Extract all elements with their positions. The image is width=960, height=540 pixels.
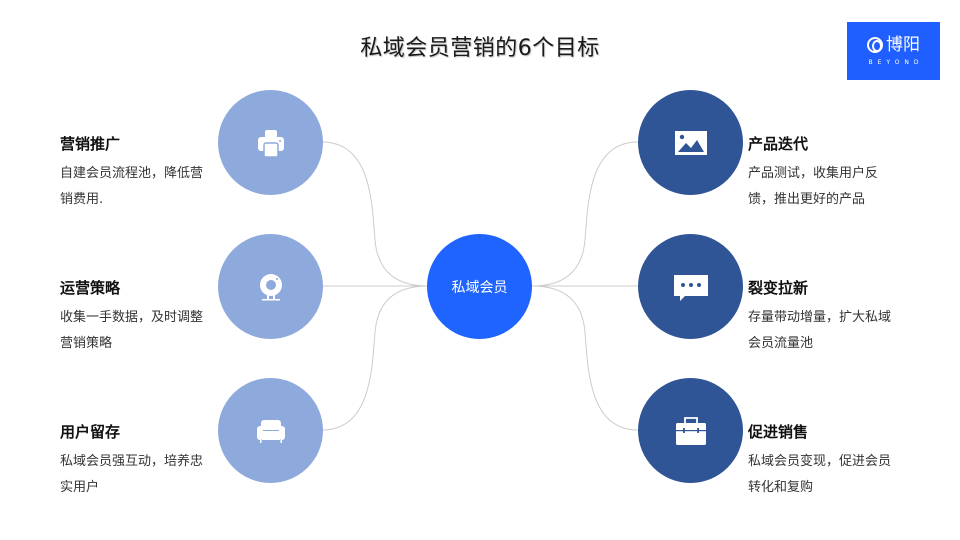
page-title: 私域会员营销的6个目标: [360, 36, 600, 61]
chat-bubble-icon: [673, 274, 708, 301]
node-product-iteration: [638, 90, 743, 195]
goal-item-user-retention: 用户留存 私域会员强互动，培养忠实用户: [60, 423, 210, 501]
logo-mark-icon: [867, 37, 883, 53]
center-node: 私域会员: [427, 234, 532, 339]
goal-title: 运营策略: [60, 279, 121, 297]
goal-description: 存量带动增量，扩大私域会员流量池: [748, 310, 892, 351]
sofa-icon: [256, 419, 285, 443]
node-user-retention: [218, 378, 323, 483]
goal-item-sales-promotion: 促进销售 私域会员变现，促进会员转化和复购: [748, 423, 898, 501]
image-icon: [674, 130, 707, 155]
printer-icon: [257, 129, 284, 158]
logo-name: 博阳: [886, 34, 920, 55]
goal-title: 用户留存: [60, 423, 121, 441]
briefcase-icon: [675, 416, 706, 445]
webcam-icon: [259, 273, 282, 300]
goal-item-viral-acquisition: 裂变拉新 存量带动增量，扩大私域会员流量池: [748, 279, 898, 357]
goal-description: 产品测试，收集用户反馈，推出更好的产品: [748, 166, 879, 207]
goal-title: 产品迭代: [748, 135, 809, 153]
logo-subtitle: BEYOND: [868, 58, 924, 66]
goal-title: 裂变拉新: [748, 279, 809, 297]
goal-item-operation-strategy: 运营策略 收集一手数据，及时调整营销策略: [60, 279, 210, 357]
goal-description: 私域会员变现，促进会员转化和复购: [748, 454, 892, 495]
goal-description: 私域会员强互动，培养忠实用户: [60, 454, 204, 495]
brand-logo: 博阳 BEYOND: [847, 22, 940, 80]
goal-description: 收集一手数据，及时调整营销策略: [60, 310, 204, 351]
node-sales-promotion: [638, 378, 743, 483]
goal-title: 营销推广: [60, 135, 121, 153]
goal-item-marketing-promotion: 营销推广 自建会员流程池，降低营销费用.: [60, 135, 210, 213]
goal-description: 自建会员流程池，降低营销费用.: [60, 166, 204, 207]
node-operation-strategy: [218, 234, 323, 339]
goal-item-product-iteration: 产品迭代 产品测试，收集用户反馈，推出更好的产品: [748, 135, 898, 213]
node-viral-acquisition: [638, 234, 743, 339]
center-label: 私域会员: [451, 279, 508, 296]
node-marketing-promotion: [218, 90, 323, 195]
goal-title: 促进销售: [748, 423, 809, 441]
